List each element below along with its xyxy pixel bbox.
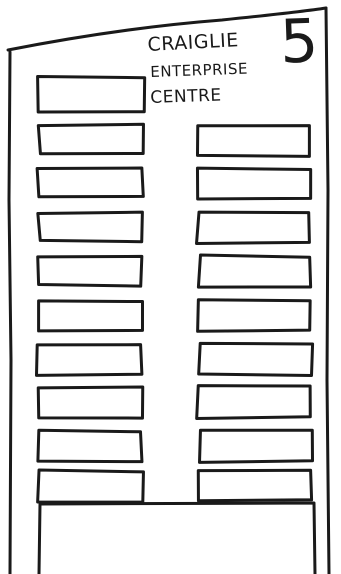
window-right — [197, 168, 310, 199]
windows-right-column — [197, 126, 313, 501]
window-left — [38, 430, 142, 461]
window-right — [199, 343, 313, 375]
window-right — [197, 212, 310, 243]
entrance-box — [39, 503, 315, 574]
building-right-wall — [326, 8, 329, 574]
building-left-wall — [9, 52, 11, 574]
window-left — [36, 345, 141, 376]
window-right — [197, 126, 309, 157]
window-left — [38, 77, 145, 112]
window-left — [38, 256, 142, 286]
window-left — [38, 212, 143, 242]
building-number: 5 — [279, 11, 319, 72]
sign-line-2: ENTERPRISE — [150, 60, 248, 81]
window-right — [198, 470, 311, 500]
window-right — [198, 255, 310, 287]
sign-line-3: CENTRE — [150, 86, 222, 108]
window-right — [200, 430, 313, 462]
window-left — [38, 470, 144, 502]
window-right — [197, 386, 311, 419]
window-left — [38, 387, 143, 418]
window-left — [39, 301, 143, 331]
window-right — [198, 300, 311, 332]
window-left — [37, 168, 143, 197]
window-left — [38, 124, 143, 153]
windows-left-column — [36, 77, 144, 503]
